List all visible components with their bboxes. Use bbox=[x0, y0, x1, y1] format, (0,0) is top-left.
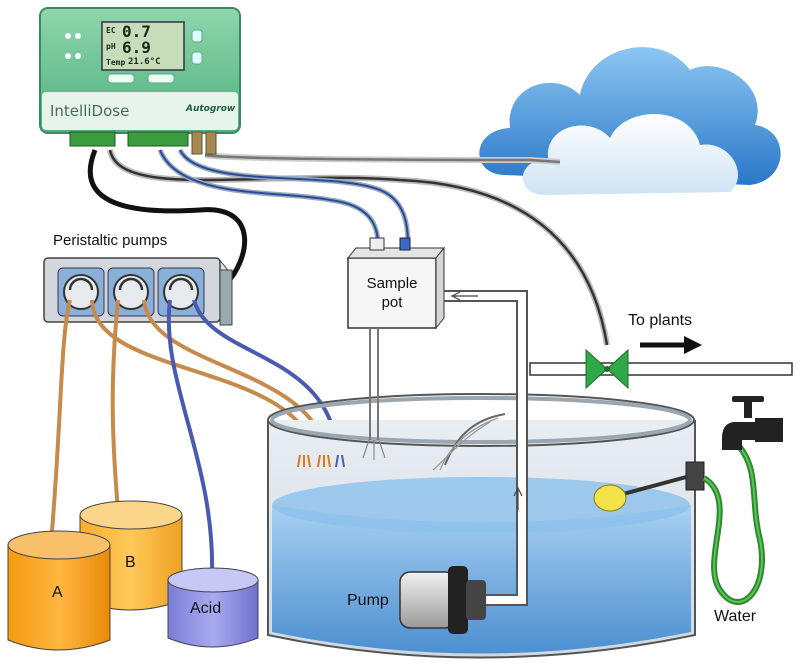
controller-up-button[interactable] bbox=[191, 29, 203, 43]
return-jet bbox=[444, 413, 506, 466]
to-plants-label: To plants bbox=[628, 312, 693, 329]
sample-pot bbox=[346, 237, 446, 460]
controller-down-button[interactable] bbox=[191, 51, 203, 65]
container-acid bbox=[167, 567, 259, 648]
sample-pot-label-line1: Sample bbox=[366, 275, 418, 292]
controller-cables bbox=[87, 148, 610, 346]
controller-maker-logo: Autogrow bbox=[186, 104, 236, 114]
submersible-pump bbox=[399, 566, 486, 634]
container-acid-label: Acid bbox=[190, 600, 222, 617]
container-a-label: A bbox=[52, 584, 63, 601]
lcd-screen bbox=[101, 21, 185, 71]
pump-label: Pump bbox=[347, 592, 389, 609]
water-tap-icon bbox=[722, 396, 783, 450]
valve-icon bbox=[585, 348, 629, 390]
lcd-temp-value: 21.6°C bbox=[128, 57, 161, 67]
intellidose-controller bbox=[39, 7, 241, 155]
plants-output-line bbox=[529, 336, 793, 390]
water-label: Water bbox=[714, 608, 757, 625]
peristaltic-pumps-label: Peristaltic pumps bbox=[53, 232, 168, 249]
lcd-ph-value: 6.9 bbox=[122, 38, 151, 57]
drip-outlets bbox=[297, 454, 345, 468]
container-b-label: B bbox=[125, 554, 136, 571]
water-hose bbox=[702, 443, 765, 605]
cloud-icon bbox=[479, 47, 781, 195]
controller-brand: IntelliDose bbox=[50, 102, 130, 120]
lcd-temp-label: Temp bbox=[106, 58, 126, 67]
peristaltic-pumps bbox=[43, 257, 234, 326]
lcd-ec-label: EC bbox=[106, 26, 116, 35]
nutrient-tank bbox=[267, 393, 696, 659]
float-valve bbox=[593, 461, 705, 512]
sample-pot-label-line2: pot bbox=[381, 294, 403, 311]
lcd-ph-label: pH bbox=[106, 42, 116, 51]
container-a bbox=[7, 530, 111, 651]
pump-head-a bbox=[57, 267, 105, 317]
lcd-ec-value: 0.7 bbox=[122, 22, 151, 41]
recirculation-pipe bbox=[437, 290, 528, 606]
